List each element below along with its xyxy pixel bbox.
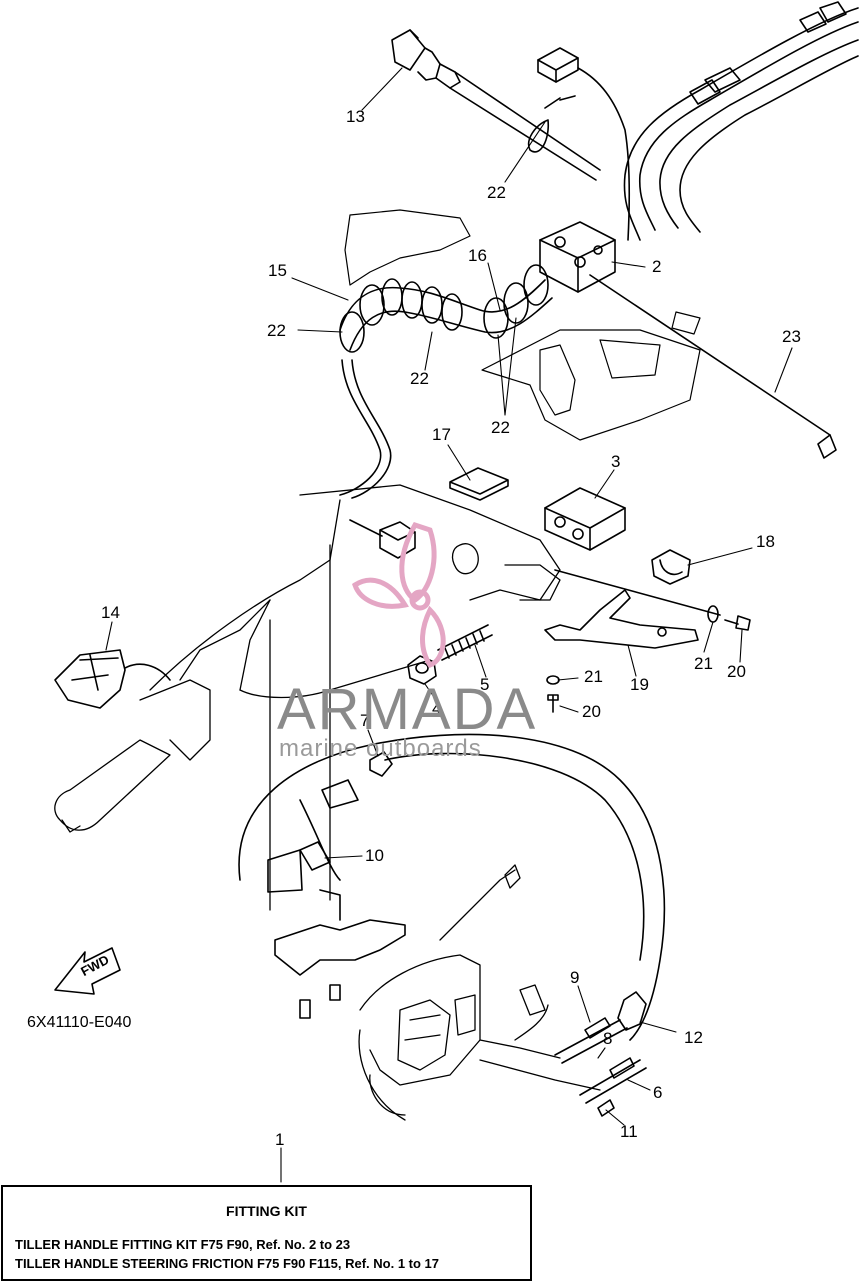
throttle-mechanism [358,864,601,1121]
callout-8: 8 [603,1029,613,1048]
throttle-cable-loop [238,733,666,1041]
callout-22: 22 [487,183,506,202]
part-22-tie-top [528,95,576,153]
part-23-lead-wire [589,274,837,459]
part-3-block [544,487,626,551]
callout-21: 21 [584,667,603,686]
callout-13: 13 [346,107,365,126]
part-19-bracket [544,569,721,649]
watermark-logo-icon [352,521,446,668]
callout-7: 7 [360,711,370,730]
fitting-kit-box: FITTING KIT TILLER HANDLE FITTING KIT F7… [1,1185,532,1281]
callout-21: 21 [694,654,713,673]
wire-plug-top [537,47,631,241]
figure-code: 6X41110-E040 [27,1014,132,1031]
watermark-brand: ARMADA [277,677,538,742]
part-7-10-clips [267,751,393,893]
callout-20: 20 [727,662,746,681]
callout-17: 17 [432,425,451,444]
part-18-clip [651,549,691,585]
callout-22: 22 [410,369,429,388]
parts-6-12-rods [554,991,647,1117]
bracket-outline-upper [344,209,701,441]
tiller-body [54,484,561,911]
callout-6: 6 [653,1083,663,1102]
callout-15: 15 [268,261,287,280]
tiller-harness [339,359,392,499]
callout-18: 18 [756,532,775,551]
part-14-switch [54,649,171,709]
callout-11: 11 [620,1122,638,1141]
callout-5: 5 [480,675,490,694]
callout-20: 20 [582,702,601,721]
fwd-arrow-icon [54,947,121,995]
callout-9: 9 [570,968,580,987]
callout-23: 23 [782,327,801,346]
callout-2: 2 [652,257,662,276]
remote-cables [623,1,859,241]
fitting-kit-title: FITTING KIT [226,1203,307,1219]
callout-22: 22 [491,418,510,437]
callout-14: 14 [101,603,120,622]
part-2-block [539,221,616,293]
callout-12: 12 [684,1028,703,1047]
part-4-nut [407,655,437,685]
part-5-bolt [437,624,493,661]
callout-3: 3 [611,452,621,471]
callout-10: 10 [365,846,384,865]
lower-bracket [274,889,406,1019]
callout-22: 22 [267,321,286,340]
watermark-tagline: marine outboards [279,735,482,762]
leader-lines [105,67,793,1183]
callout-16: 16 [468,246,487,265]
part-13-connector [391,29,601,181]
fitting-kit-line: TILLER HANDLE FITTING KIT F75 F90, Ref. … [15,1237,351,1252]
part-15-16-harness [339,264,553,353]
part-17-pad [449,467,509,501]
part-20-21-fasteners [546,605,751,713]
callout-19: 19 [630,675,649,694]
callout-1: 1 [275,1130,285,1149]
fitting-kit-line: TILLER HANDLE STEERING FRICTION F75 F90 … [15,1256,440,1271]
callout-4: 4 [432,699,442,718]
